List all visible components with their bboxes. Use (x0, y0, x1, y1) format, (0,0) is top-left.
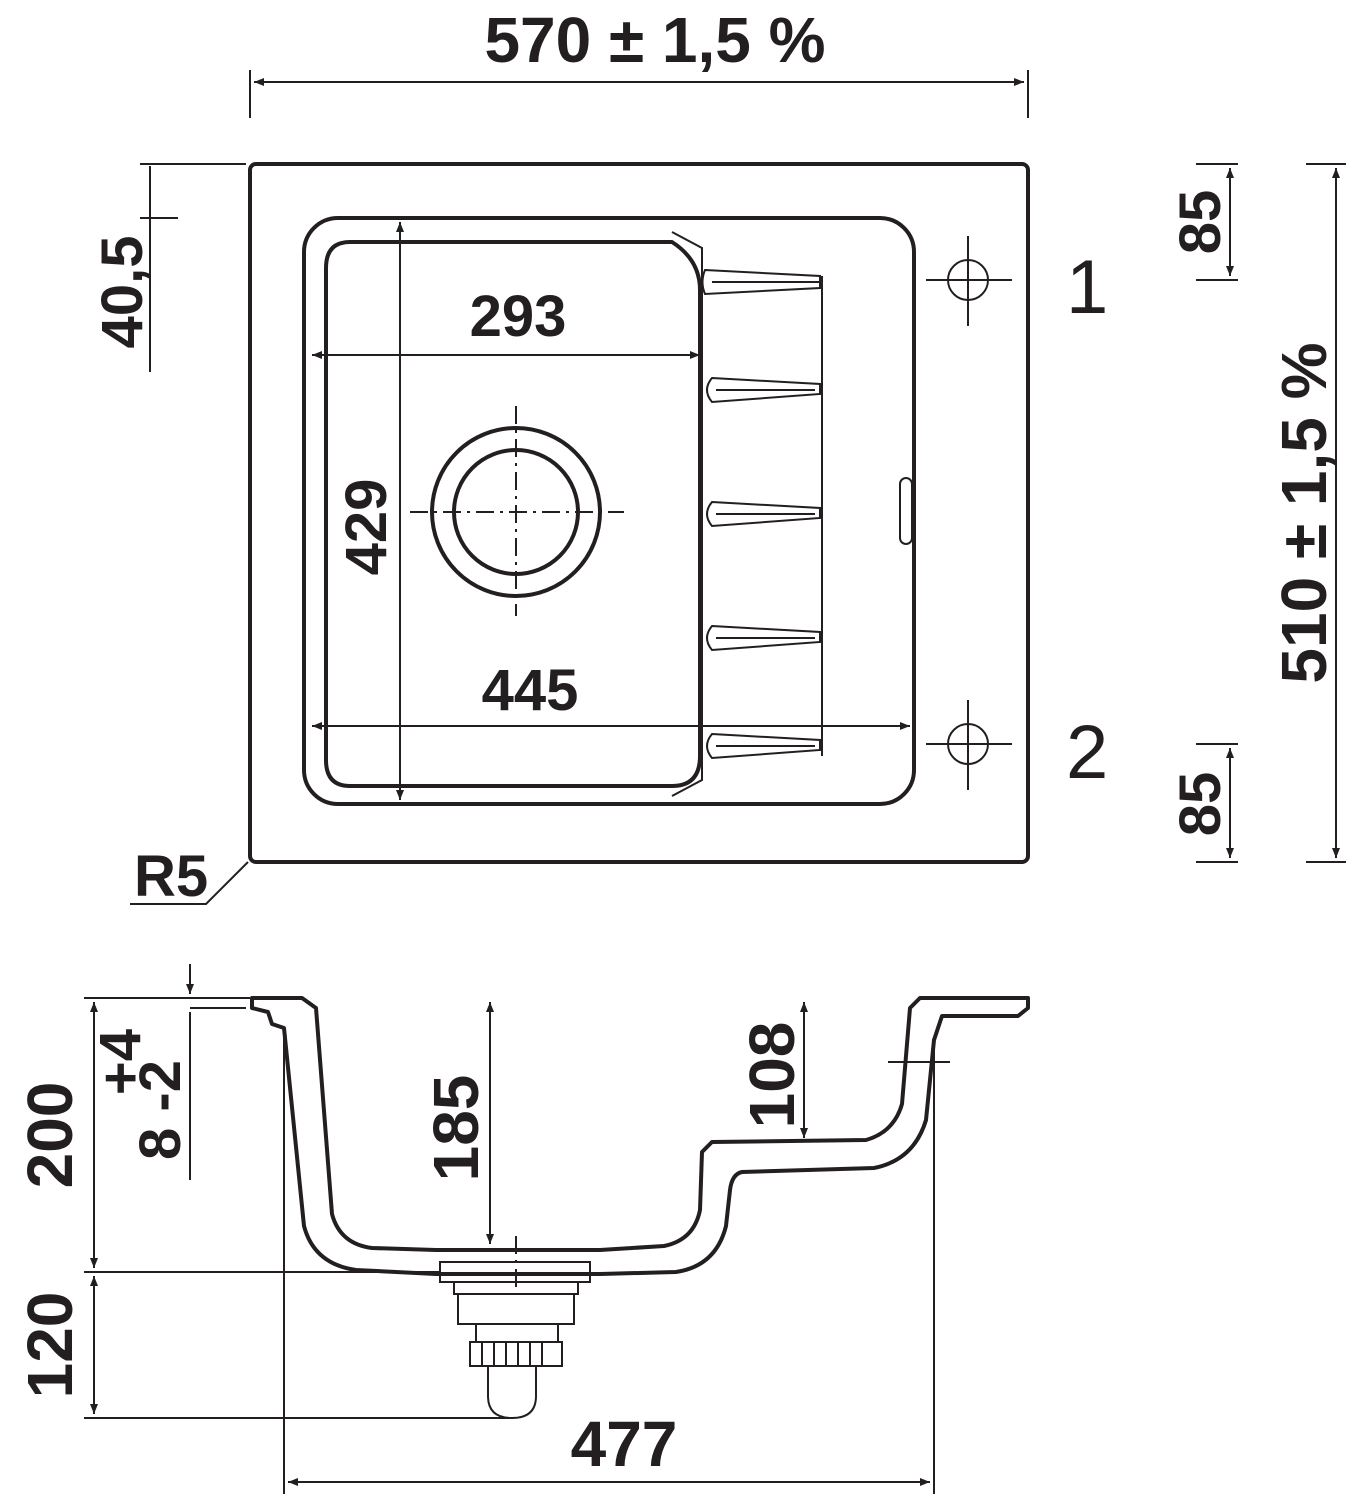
drain-hole (410, 406, 624, 616)
drainer-depth-label: 108 (736, 1022, 808, 1129)
tap-hole-1 (926, 236, 1012, 326)
cabinet-width-dimension (283, 1030, 935, 1494)
bowl-depth-label: 185 (420, 1075, 492, 1182)
rim-tolerance-plus-label: +4 (88, 1029, 153, 1095)
sink-rim (302, 216, 916, 806)
drain-fitting (439, 1236, 591, 1420)
hole-offset-bottom-dimension (1196, 743, 1238, 863)
width-label: 570 ± 1,5 % (484, 4, 825, 76)
bowl-width-label: 293 (470, 284, 567, 349)
hole-offset-top-label: 85 (1168, 190, 1233, 255)
hole-offset-bottom-label: 85 (1168, 772, 1233, 837)
inner-length-label: 445 (482, 658, 579, 723)
rim-tolerance-dimension (186, 964, 246, 1180)
rim-tolerance-minus-label: 8 -2 (128, 1060, 193, 1160)
drain-height-label: 120 (14, 1292, 86, 1399)
depth-label: 510 ± 1,5 % (1268, 342, 1340, 683)
corner-radius-label: R5 (134, 844, 208, 909)
total-height-label: 200 (14, 1082, 86, 1189)
cabinet-width-label: 477 (571, 1408, 678, 1480)
total-height-dimension (84, 1002, 440, 1273)
sink-outline (248, 162, 1030, 864)
drainer-ribs (701, 268, 823, 760)
bowl-outline (324, 240, 702, 788)
bowl-length-label: 429 (334, 479, 399, 576)
drainer-outline (671, 231, 703, 797)
sink-section-body (250, 996, 1030, 1276)
tap-hole-2 (926, 700, 1012, 790)
corner-radius-leader (130, 861, 249, 905)
top-view: 1 2 570 ± 1,5 % 510 ± 1,5 % 85 (90, 4, 1346, 909)
tap-hole-label-1: 1 (1066, 245, 1108, 330)
edge-offset-label: 40,5 (90, 236, 155, 349)
hole-offset-top-dimension (1196, 163, 1238, 281)
width-dimension (249, 70, 1029, 118)
overflow-slot (899, 477, 913, 545)
drain-height-dimension (84, 1276, 512, 1419)
depth-dimension (1306, 163, 1346, 863)
section-view: 200 120 +4 8 -2 185 108 (14, 964, 1030, 1494)
edge-offset-dimension (140, 163, 246, 372)
tap-hole-label-2: 2 (1066, 710, 1108, 795)
